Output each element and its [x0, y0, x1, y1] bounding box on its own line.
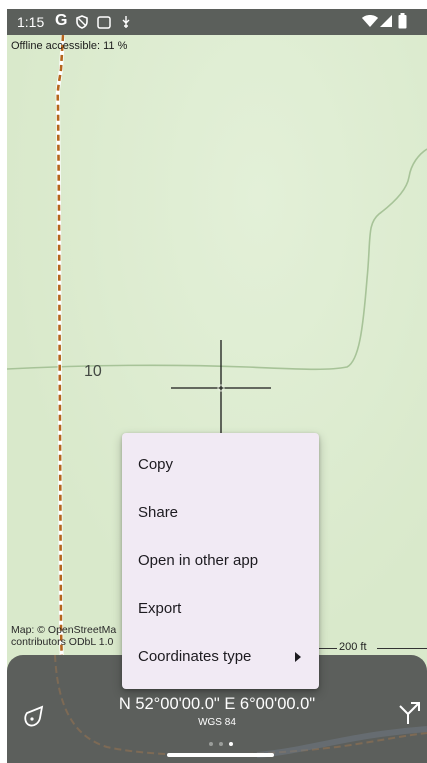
menu-item-label: Open in other app — [138, 552, 259, 569]
signal-icon — [380, 15, 392, 27]
menu-item-label: Coordinates type — [138, 648, 252, 665]
offline-status: Offline accessible: 11 % — [11, 40, 128, 52]
scale-bar-left — [315, 648, 337, 649]
google-g-icon: G — [55, 12, 68, 29]
menu-item-share[interactable]: Share — [122, 489, 319, 537]
contour-line — [7, 148, 427, 371]
contour-elevation-label: 10 — [84, 363, 102, 380]
map-scale: 200 ft — [315, 640, 427, 656]
compass-icon[interactable] — [21, 703, 47, 729]
menu-item-label: Share — [138, 504, 179, 521]
shield-icon — [76, 15, 88, 29]
menu-item-export[interactable]: Export — [122, 585, 319, 633]
screen-record-icon — [97, 16, 111, 29]
context-menu: Copy Share Open in other app Export Coor… — [122, 433, 319, 689]
attribution-line: contributors ODbL 1.0 — [11, 636, 114, 648]
scale-label: 200 ft — [339, 641, 367, 653]
status-bar: 1:15 G — [7, 9, 427, 35]
scale-bar-right — [377, 648, 427, 649]
gesture-navigation-bar[interactable] — [167, 753, 274, 757]
crosshair-icon — [171, 340, 271, 433]
screen: 1:15 G Offline accessible: 11 % 10 Map: … — [7, 9, 427, 763]
submenu-arrow-icon — [295, 652, 301, 662]
wifi-icon — [362, 15, 378, 27]
menu-item-open-in-other-app[interactable]: Open in other app — [122, 537, 319, 585]
menu-item-label: Export — [138, 600, 182, 617]
attribution-line: Map: © OpenStreetMa — [11, 624, 117, 636]
menu-item-coordinates-type[interactable]: Coordinates type — [122, 633, 319, 681]
menu-item-copy[interactable]: Copy — [122, 441, 319, 489]
usb-icon — [122, 16, 130, 28]
map-attribution[interactable]: Map: © OpenStreetMa contributors ODbL 1.… — [11, 624, 116, 648]
page-dot — [219, 742, 223, 746]
page-dot-active — [229, 742, 233, 746]
datum-label: WGS 84 — [198, 717, 236, 728]
coordinates-readout[interactable]: N 52°00'00.0" E 6°00'00.0" — [118, 695, 316, 713]
menu-item-label: Copy — [138, 456, 174, 473]
page-indicator — [207, 742, 237, 748]
status-time: 1:15 — [17, 14, 45, 30]
track-line-dashes — [56, 34, 65, 670]
directions-icon[interactable] — [397, 700, 423, 726]
page-dot — [209, 742, 213, 746]
battery-icon — [398, 13, 407, 29]
